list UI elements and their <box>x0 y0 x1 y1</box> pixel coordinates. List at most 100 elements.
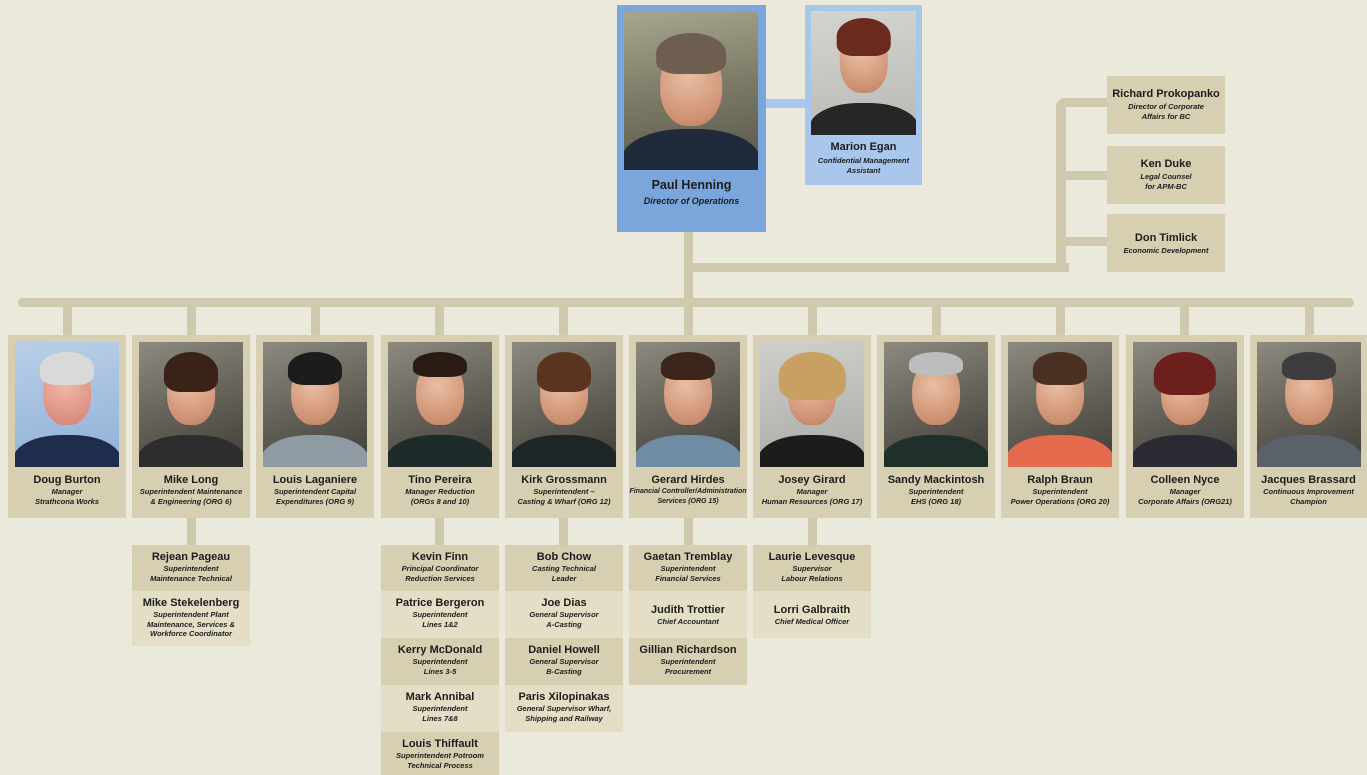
staff-vertical-connector <box>1056 98 1066 272</box>
report-title: General Supervisor B-Casting <box>529 657 599 676</box>
report-card: Joe Dias General Supervisor A-Casting <box>505 591 623 638</box>
report-name: Mike Stekelenberg <box>142 597 240 609</box>
staff-name: Don Timlick <box>1134 232 1198 244</box>
manager-title: Manager Strathcona Works <box>34 487 100 506</box>
staff-title: Economic Development <box>1123 246 1209 255</box>
report-title: Superintendent Maintenance Technical <box>150 564 232 583</box>
report-card: Kevin Finn Principal Coordinator Reducti… <box>381 545 499 591</box>
staff-branch-3 <box>1056 237 1108 246</box>
report-title: Superintendent Potroom Technical Process <box>396 751 484 770</box>
report-name: Gaetan Tremblay <box>643 551 733 563</box>
report-name: Laurie Levesque <box>768 551 856 563</box>
manager-drop <box>435 300 444 336</box>
manager-card: Ralph Braun Superintendent Power Operati… <box>1001 335 1119 518</box>
report-name: Kerry McDonald <box>397 644 483 656</box>
manager-photo <box>636 342 740 467</box>
report-name: Gillian Richardson <box>639 644 737 656</box>
staff-branch-1 <box>1056 98 1108 107</box>
report-title: Principal Coordinator Reduction Services <box>401 564 479 583</box>
assistant-photo <box>811 11 916 135</box>
report-title: General Supervisor Wharf, Shipping and R… <box>516 704 612 723</box>
report-name: Patrice Bergeron <box>395 597 485 609</box>
staff-card: Ken Duke Legal Counsel for APM-BC <box>1107 146 1225 204</box>
director-card: Paul Henning Director of Operations <box>617 5 766 232</box>
report-card: Judith Trottier Chief Accountant <box>629 591 747 638</box>
report-drop <box>559 517 568 545</box>
manager-photo <box>512 342 616 467</box>
manager-drop <box>63 300 72 336</box>
manager-photo <box>1008 342 1112 467</box>
assistant-connector <box>766 99 806 108</box>
report-card: Rejean Pageau Superintendent Maintenance… <box>132 545 250 591</box>
report-name: Joe Dias <box>541 597 587 609</box>
manager-card: Jacques Brassard Continuous Improvement … <box>1250 335 1367 518</box>
staff-title: Legal Counsel for APM-BC <box>1140 172 1192 191</box>
manager-card: Josey Girard Manager Human Resources (OR… <box>753 335 871 518</box>
manager-name: Josey Girard <box>778 474 846 486</box>
director-photo <box>624 12 758 170</box>
manager-drop <box>187 300 196 336</box>
manager-name: Colleen Nyce <box>1150 474 1220 486</box>
report-name: Lorri Galbraith <box>773 604 851 616</box>
report-drop <box>808 517 817 545</box>
manager-title: Superintendent EHS (ORG 18) <box>908 487 964 506</box>
report-card: Laurie Levesque Supervisor Labour Relati… <box>753 545 871 591</box>
manager-title: Manager Corporate Affairs (ORG21) <box>1138 487 1232 506</box>
manager-photo <box>1133 342 1237 467</box>
report-card: Patrice Bergeron Superintendent Lines 1&… <box>381 591 499 638</box>
report-name: Louis Thiffault <box>402 738 478 750</box>
manager-drop <box>932 300 941 336</box>
manager-card: Mike Long Superintendent Maintenance & E… <box>132 335 250 518</box>
manager-drop <box>808 300 817 336</box>
report-card: Louis Thiffault Superintendent Potroom T… <box>381 732 499 775</box>
manager-title: Financial Controller/Administration Serv… <box>629 488 747 505</box>
manager-photo <box>760 342 864 467</box>
manager-title: Manager Reduction (ORGs 8 and 10) <box>405 487 475 506</box>
staff-card: Richard Prokopanko Director of Corporate… <box>1107 76 1225 134</box>
report-name: Paris Xilopinakas <box>518 691 610 703</box>
report-title: Superintendent Plant Maintenance, Servic… <box>147 610 235 638</box>
manager-title: Superintendent Maintenance & Engineering… <box>139 487 243 506</box>
report-card: Kerry McDonald Superintendent Lines 3-5 <box>381 638 499 685</box>
manager-name: Kirk Grossmann <box>521 474 607 486</box>
manager-card: Gerard Hirdes Financial Controller/Admin… <box>629 335 747 518</box>
report-card: Paris Xilopinakas General Supervisor Wha… <box>505 685 623 732</box>
manager-photo <box>139 342 243 467</box>
manager-drop <box>1305 300 1314 336</box>
report-title: Superintendent Lines 1&2 <box>412 610 468 629</box>
report-card: Daniel Howell General Supervisor B-Casti… <box>505 638 623 685</box>
manager-title: Manager Human Resources (ORG 17) <box>761 487 863 506</box>
manager-name: Ralph Braun <box>1027 474 1093 486</box>
staff-title: Director of Corporate Affairs for BC <box>1128 102 1204 121</box>
report-card: Mike Stekelenberg Superintendent Plant M… <box>132 591 250 646</box>
assistant-title: Confidential Management Assistant <box>817 156 910 175</box>
report-drop <box>187 517 196 545</box>
manager-drop <box>1056 300 1065 336</box>
staff-card: Don Timlick Economic Development <box>1107 214 1225 272</box>
manager-drop <box>311 300 320 336</box>
report-card: Mark Annibal Superintendent Lines 7&8 <box>381 685 499 732</box>
report-title: Casting Technical Leader <box>532 564 596 583</box>
report-name: Judith Trottier <box>651 604 725 616</box>
manager-name: Gerard Hirdes <box>651 474 725 486</box>
manager-drop <box>1180 300 1189 336</box>
report-card: Gillian Richardson Superintendent Procur… <box>629 638 747 685</box>
director-title: Director of Operations <box>643 196 740 206</box>
manager-photo <box>263 342 367 467</box>
manager-card: Tino Pereira Manager Reduction (ORGs 8 a… <box>381 335 499 518</box>
manager-drop <box>559 300 568 336</box>
report-card: Bob Chow Casting Technical Leader <box>505 545 623 591</box>
report-title: Superintendent Procurement <box>660 657 716 676</box>
manager-name: Doug Burton <box>33 474 101 486</box>
staff-name: Ken Duke <box>1140 158 1192 170</box>
manager-drop <box>684 300 693 336</box>
report-name: Bob Chow <box>536 551 592 563</box>
manager-name: Jacques Brassard <box>1261 474 1356 486</box>
staff-horizontal-connector <box>684 263 1069 272</box>
report-title: Chief Medical Officer <box>774 617 850 626</box>
manager-photo <box>884 342 988 467</box>
report-drop <box>435 517 444 545</box>
manager-name: Sandy Mackintosh <box>887 474 985 486</box>
manager-card: Doug Burton Manager Strathcona Works <box>8 335 126 518</box>
manager-photo <box>388 342 492 467</box>
